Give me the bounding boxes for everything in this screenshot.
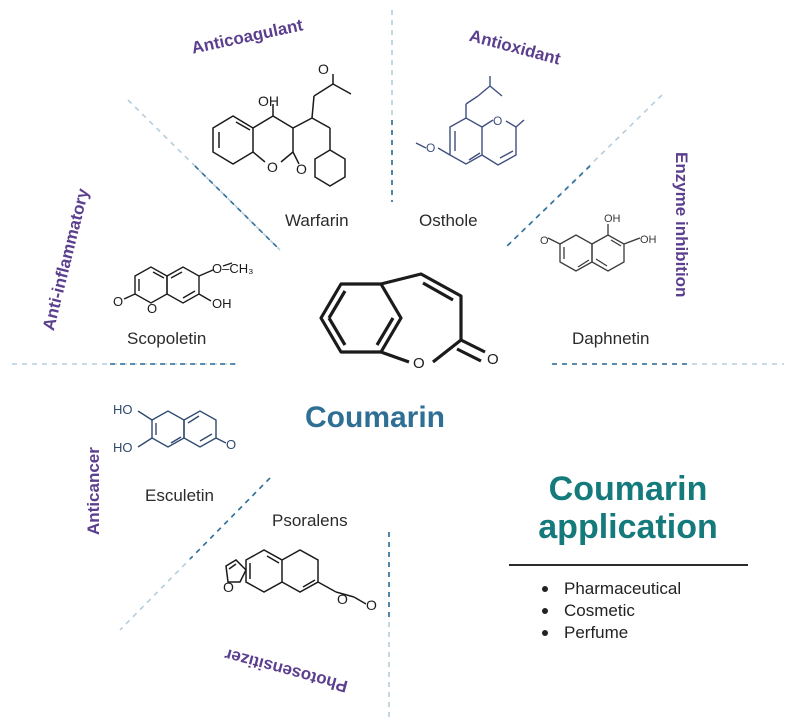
coumarin-structure: O O: [319, 272, 499, 372]
application-title: Coumarin application: [518, 470, 738, 546]
svg-text:OH: OH: [604, 213, 621, 225]
svg-text:O–CH₃: O–CH₃: [212, 261, 253, 276]
svg-text:OH: OH: [258, 93, 279, 109]
svg-text:O: O: [337, 591, 348, 607]
svg-text:O: O: [226, 437, 236, 452]
psoralens-structure: O O O: [223, 549, 377, 613]
esculetin-structure: HO HO O: [113, 402, 236, 455]
application-title-line1: Coumarin: [548, 470, 708, 508]
coumarin-title: Coumarin: [305, 401, 446, 434]
svg-text:O: O: [267, 159, 278, 175]
svg-text:OH: OH: [212, 296, 232, 311]
application-item: Pharmaceutical: [542, 578, 681, 600]
compound-psoralens: Psoralens: [272, 511, 348, 530]
application-list: Pharmaceutical Cosmetic Perfume: [542, 578, 681, 644]
compound-daphnetin: Daphnetin: [572, 329, 650, 348]
svg-text:O: O: [493, 114, 502, 128]
svg-text:OH: OH: [640, 234, 657, 246]
divider-upper-right: [504, 94, 663, 249]
svg-text:O: O: [296, 161, 307, 177]
svg-text:O: O: [540, 235, 549, 247]
compound-warfarin: Warfarin: [285, 211, 349, 230]
svg-text:O: O: [487, 351, 499, 368]
osthole-structure: O O: [415, 76, 525, 166]
category-anticancer: Anticancer: [84, 447, 103, 535]
svg-text:O: O: [426, 141, 435, 155]
daphnetin-structure: OH OH O: [540, 213, 657, 272]
compound-esculetin: Esculetin: [145, 486, 214, 505]
svg-text:O: O: [113, 294, 123, 309]
svg-text:O: O: [147, 301, 157, 316]
compound-osthole: Osthole: [419, 211, 478, 230]
application-item: Perfume: [542, 622, 681, 644]
scopoletin-structure: O–CH₃ OH O O: [113, 261, 253, 316]
warfarin-structure: OH O O O: [212, 61, 352, 187]
bullet-dot: [542, 586, 548, 592]
svg-text:O: O: [318, 61, 329, 77]
category-enzyme-inhibition: Enzyme inhibition: [672, 152, 691, 298]
svg-text:O: O: [366, 597, 377, 613]
bullet-dot: [542, 608, 548, 614]
compound-scopoletin: Scopoletin: [127, 329, 207, 348]
svg-text:HO: HO: [113, 440, 133, 455]
svg-text:HO: HO: [113, 402, 133, 417]
application-item: Cosmetic: [542, 600, 681, 622]
svg-text:O: O: [223, 579, 234, 595]
application-title-line2: application: [538, 508, 718, 547]
bullet-dot: [542, 630, 548, 636]
svg-text:O: O: [413, 355, 425, 372]
